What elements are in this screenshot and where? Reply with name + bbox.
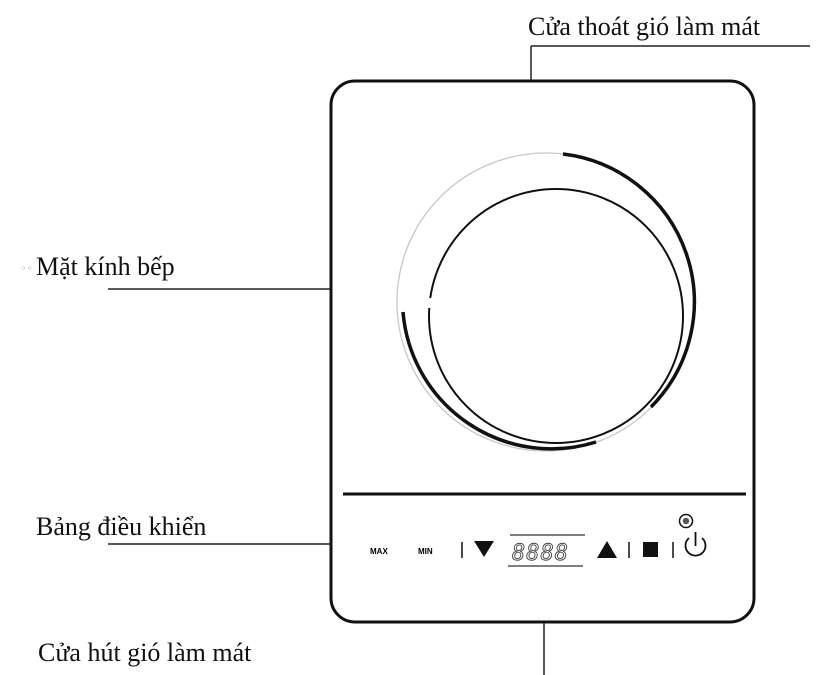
label-control-panel: Bảng điều khiển <box>36 512 207 541</box>
timer-icon[interactable] <box>678 513 694 529</box>
bullet-marker: ◦◦ <box>20 262 33 275</box>
outer-ring-arc-left <box>401 311 597 451</box>
arrow-up-icon[interactable] <box>597 541 617 558</box>
outer-ring-arc-right <box>562 152 697 409</box>
cooking-zone <box>428 188 684 444</box>
arrow-down-icon[interactable] <box>474 541 494 557</box>
label-glass-surface: Mặt kính bếp <box>36 252 175 281</box>
stop-icon[interactable] <box>643 542 658 557</box>
min-button[interactable]: MIN <box>418 547 433 556</box>
label-exhaust-vent: Cửa thoát gió làm mát <box>528 12 761 41</box>
max-button[interactable]: MAX <box>370 547 388 556</box>
label-intake-vent: Cửa hút gió làm mát <box>38 638 252 667</box>
cooking-zone-gap <box>425 298 433 308</box>
display-readout: 8888 <box>512 541 569 566</box>
power-icon[interactable] <box>684 532 707 557</box>
cooktop-body <box>329 79 756 624</box>
